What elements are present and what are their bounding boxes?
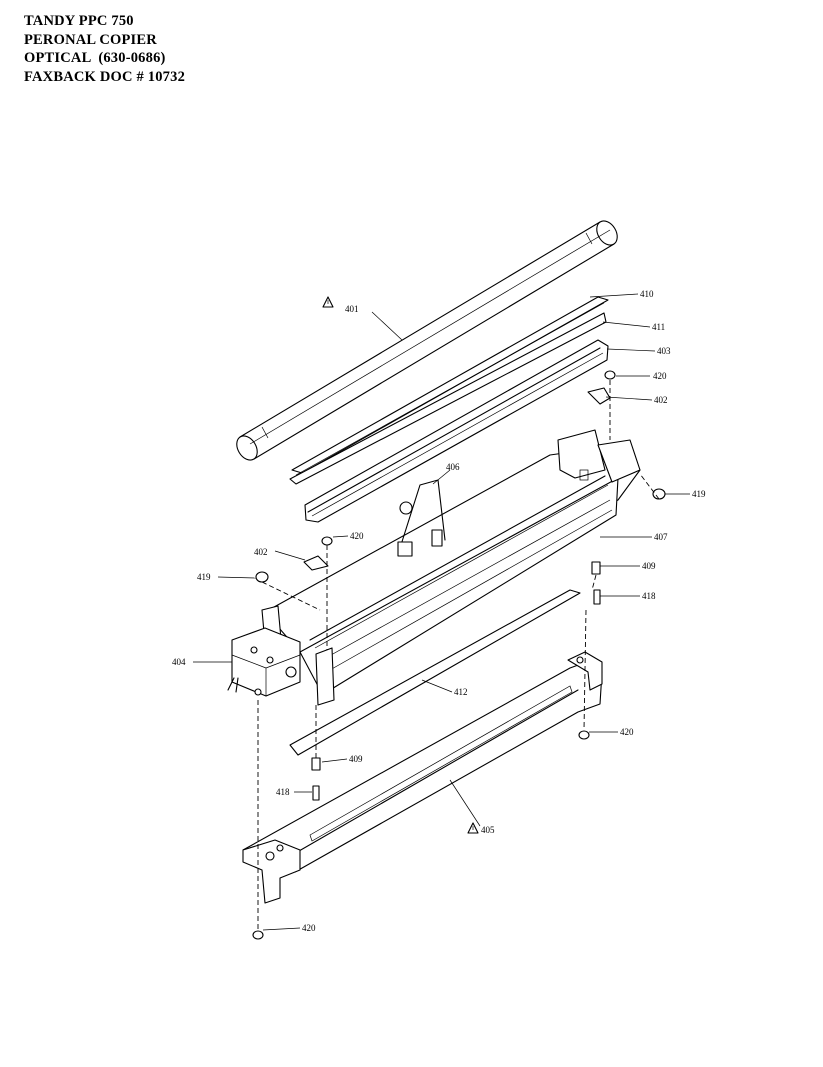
lamp-tube: [236, 220, 618, 461]
lower-strip: [289, 589, 581, 756]
wire-bracket: [397, 479, 446, 557]
callout-412: 412: [454, 687, 468, 697]
callout-407: 407: [654, 532, 668, 542]
carriage-frame: [261, 429, 641, 706]
base-rail: [242, 651, 603, 904]
warning-triangle-icon: [467, 822, 479, 834]
spring-left: [311, 757, 321, 771]
clip-left: [303, 555, 329, 571]
callout-409-right: 409: [642, 561, 656, 571]
screw-top-right: [604, 370, 616, 380]
spring-right: [591, 561, 601, 575]
screw-418-right: [593, 589, 601, 605]
screw-418-left: [312, 785, 320, 801]
callout-419-right: 419: [692, 489, 706, 499]
callout-406: 406: [446, 462, 460, 472]
callout-411: 411: [652, 322, 665, 332]
screw-bottom-left: [252, 930, 264, 940]
fastener-parts: [252, 370, 666, 940]
header-line-docnum: FAXBACK DOC # 10732: [24, 68, 186, 85]
callout-420-lower: 420: [620, 727, 634, 737]
cap-right: [652, 488, 666, 500]
callout-419-left: 419: [197, 572, 211, 582]
callout-403: 403: [657, 346, 671, 356]
callout-402-right: 402: [654, 395, 668, 405]
callout-418-right: 418: [642, 591, 656, 601]
reflector-strips: [289, 296, 609, 485]
cap-left: [255, 571, 269, 583]
callout-420-bottom: 420: [302, 923, 316, 933]
callout-401: 401: [345, 304, 359, 314]
callout-410: 410: [640, 289, 654, 299]
header-line-model: TANDY PPC 750: [24, 13, 134, 29]
callout-420-mid: 420: [350, 531, 364, 541]
callout-418-left: 418: [276, 787, 290, 797]
end-block: [227, 627, 301, 697]
header-line-section: OPTICAL (630-0686): [24, 50, 166, 66]
clip-right: [587, 387, 611, 405]
callout-405: 405: [481, 825, 495, 835]
warning-triangle-icon: [322, 296, 334, 308]
document-header: TANDY PPC 750 PERONAL COPIER OPTICAL (63…: [24, 12, 185, 86]
callout-420-top: 420: [653, 371, 667, 381]
assembly-lines: [257, 380, 660, 930]
screw-bottom-right: [578, 730, 590, 740]
callout-404: 404: [172, 657, 186, 667]
screw-mid-left: [321, 536, 333, 546]
mirror-bar: [304, 339, 609, 523]
header-line-product: PERONAL COPIER: [24, 31, 157, 48]
leader-lines: [193, 293, 690, 931]
callout-409-left: 409: [349, 754, 363, 764]
callout-402-left: 402: [254, 547, 268, 557]
